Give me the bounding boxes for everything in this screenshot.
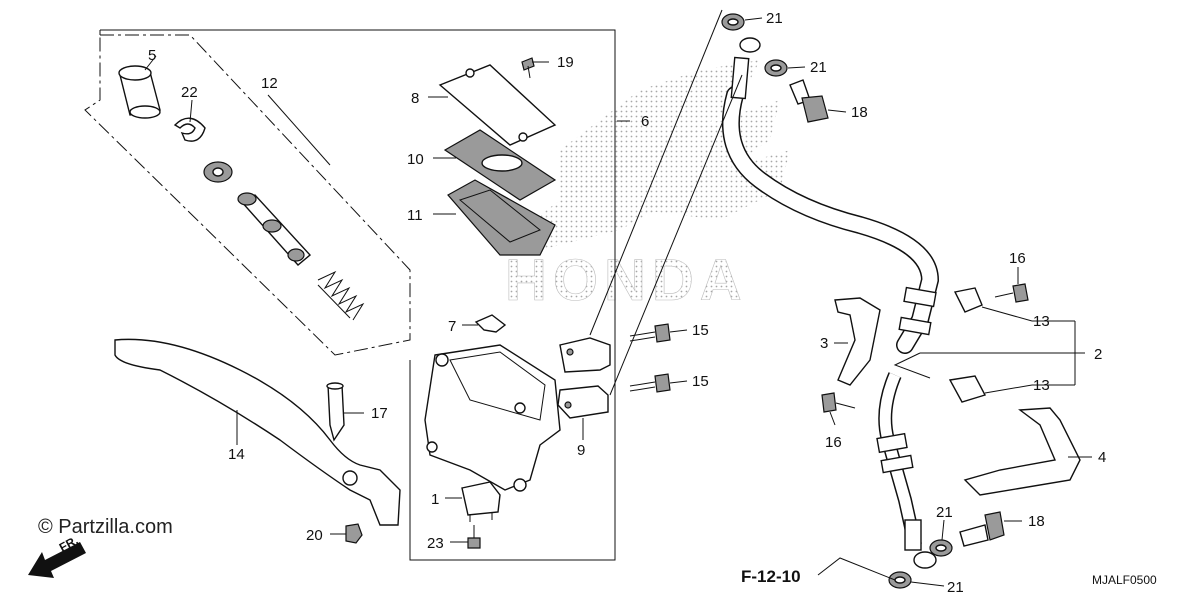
callout-7: 7 bbox=[448, 318, 456, 335]
callout-4: 4 bbox=[1098, 449, 1106, 466]
part-17-bolt bbox=[326, 382, 345, 442]
part-11-diaphragm bbox=[447, 179, 556, 256]
part-15-bolts bbox=[629, 323, 671, 393]
callout-13a: 13 bbox=[1033, 313, 1050, 330]
part-9-holder bbox=[557, 337, 611, 419]
callout-16b: 16 bbox=[825, 434, 842, 451]
kit-12-outline bbox=[84, 34, 411, 356]
washer bbox=[203, 161, 233, 183]
callout-21c: 21 bbox=[936, 504, 953, 521]
copyright-text: © Partzilla.com bbox=[38, 516, 173, 538]
callout-18b: 18 bbox=[1028, 513, 1045, 530]
callout-3: 3 bbox=[820, 335, 828, 352]
part-4-bracket bbox=[963, 407, 1081, 496]
callout-8: 8 bbox=[411, 90, 419, 107]
leader-lines bbox=[144, 9, 1092, 587]
part-1-switch bbox=[461, 481, 501, 522]
master-cylinder-body bbox=[424, 344, 561, 492]
arrow-down-left-icon: FR. bbox=[28, 533, 86, 578]
callout-15a: 15 bbox=[692, 322, 709, 339]
honda-wing-logo: HONDA bbox=[505, 60, 790, 313]
part-22-circlip bbox=[173, 117, 206, 142]
callout-20: 20 bbox=[306, 527, 323, 544]
callout-16a: 16 bbox=[1009, 250, 1026, 267]
part-7-clip bbox=[474, 314, 507, 333]
spring bbox=[317, 270, 365, 321]
part-10-plate bbox=[443, 129, 557, 201]
callout-15b: 15 bbox=[692, 373, 709, 390]
part-18-banjo-bolts bbox=[789, 79, 1005, 547]
part-19-screw bbox=[521, 57, 535, 79]
callout-9: 9 bbox=[577, 442, 585, 459]
callout-19: 19 bbox=[557, 54, 574, 71]
reference-link-f-12-10[interactable]: F-12-10 bbox=[741, 567, 801, 586]
callout-14: 14 bbox=[228, 446, 245, 463]
assembly-6-outline bbox=[255, 29, 616, 561]
part-14-lever bbox=[114, 338, 401, 526]
callout-23: 23 bbox=[427, 535, 444, 552]
callout-10: 10 bbox=[407, 151, 424, 168]
part-16-bolts bbox=[821, 283, 1029, 413]
callout-21b: 21 bbox=[810, 59, 827, 76]
callout-1: 1 bbox=[431, 491, 439, 508]
callout-2: 2 bbox=[1094, 346, 1102, 363]
callout-18a: 18 bbox=[851, 104, 868, 121]
callout-6: 6 bbox=[641, 113, 649, 130]
diagram-code: MJALF0500 bbox=[1092, 573, 1157, 587]
part-23-screw bbox=[467, 525, 481, 549]
brake-hose bbox=[721, 37, 940, 569]
callout-numbers: 5 22 12 19 8 10 11 6 7 9 1 23 17 14 20 1… bbox=[148, 10, 1106, 596]
callout-22: 22 bbox=[181, 84, 198, 101]
callout-11: 11 bbox=[407, 207, 423, 224]
part-20-nut bbox=[345, 523, 363, 544]
callout-12: 12 bbox=[261, 75, 278, 92]
part-21-washers bbox=[721, 13, 953, 589]
callout-21d: 21 bbox=[947, 579, 964, 596]
part-3-bracket bbox=[834, 297, 881, 386]
callout-13b: 13 bbox=[1033, 377, 1050, 394]
callout-17: 17 bbox=[371, 405, 388, 422]
callout-21a: 21 bbox=[766, 10, 783, 27]
callout-5: 5 bbox=[148, 47, 156, 64]
part-13-clamps bbox=[948, 287, 987, 403]
honda-watermark-text: HONDA bbox=[505, 248, 748, 313]
piston bbox=[237, 192, 312, 266]
part-5-boot bbox=[118, 65, 161, 119]
part-8-reservoir-cap bbox=[438, 64, 557, 146]
